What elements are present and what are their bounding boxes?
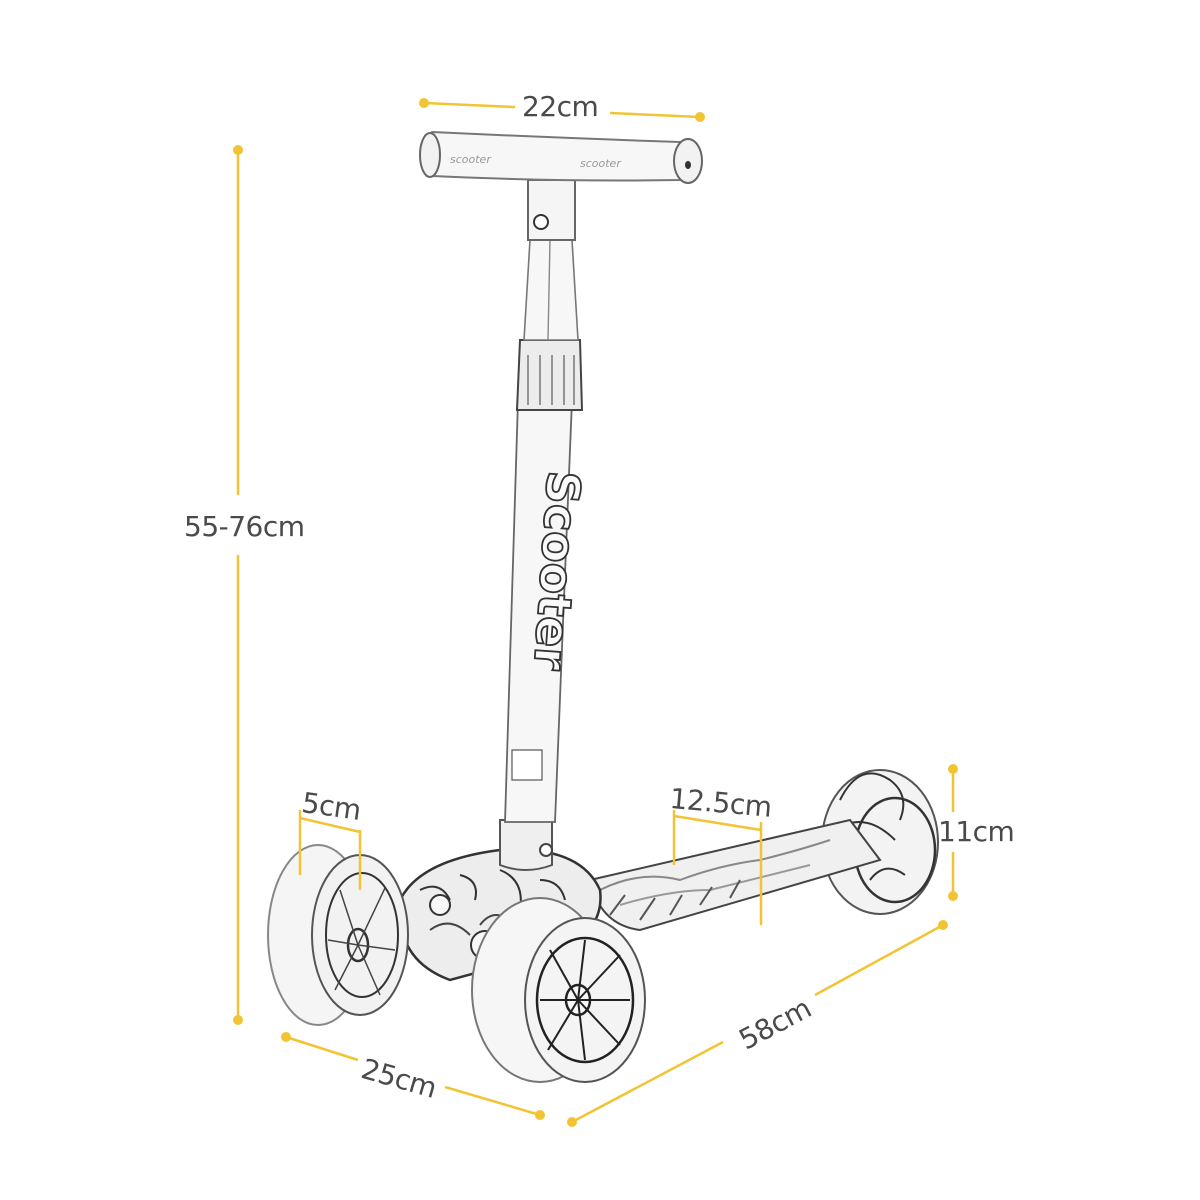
dim-handlebar-width xyxy=(419,98,705,122)
svg-text:scooter: scooter xyxy=(580,157,622,170)
stem: Scooter xyxy=(499,239,592,871)
dim-height xyxy=(233,145,243,1025)
deck-width-label: 12.5cm xyxy=(668,782,773,824)
scooter-illustration: Scooter scooter scoote xyxy=(267,130,939,1083)
dim-wheel-width xyxy=(298,810,362,890)
dim-front-track xyxy=(281,1032,545,1120)
front-right-wheel xyxy=(471,897,646,1083)
dim-total-length xyxy=(567,920,948,1127)
dim-rear-wheel-height xyxy=(948,764,958,901)
height-label: 55-76cm xyxy=(184,510,305,543)
dimension-lines xyxy=(233,98,958,1127)
handlebar: scooter scooter xyxy=(419,130,703,241)
handlebar-width-label: 22cm xyxy=(522,90,599,123)
dim-deck-width xyxy=(672,810,763,925)
wheel-width-label: 5cm xyxy=(299,786,363,827)
svg-text:scooter: scooter xyxy=(450,153,492,166)
rear-wheel-height-label: 11cm xyxy=(938,815,1015,848)
front-left-wheel xyxy=(267,844,409,1026)
